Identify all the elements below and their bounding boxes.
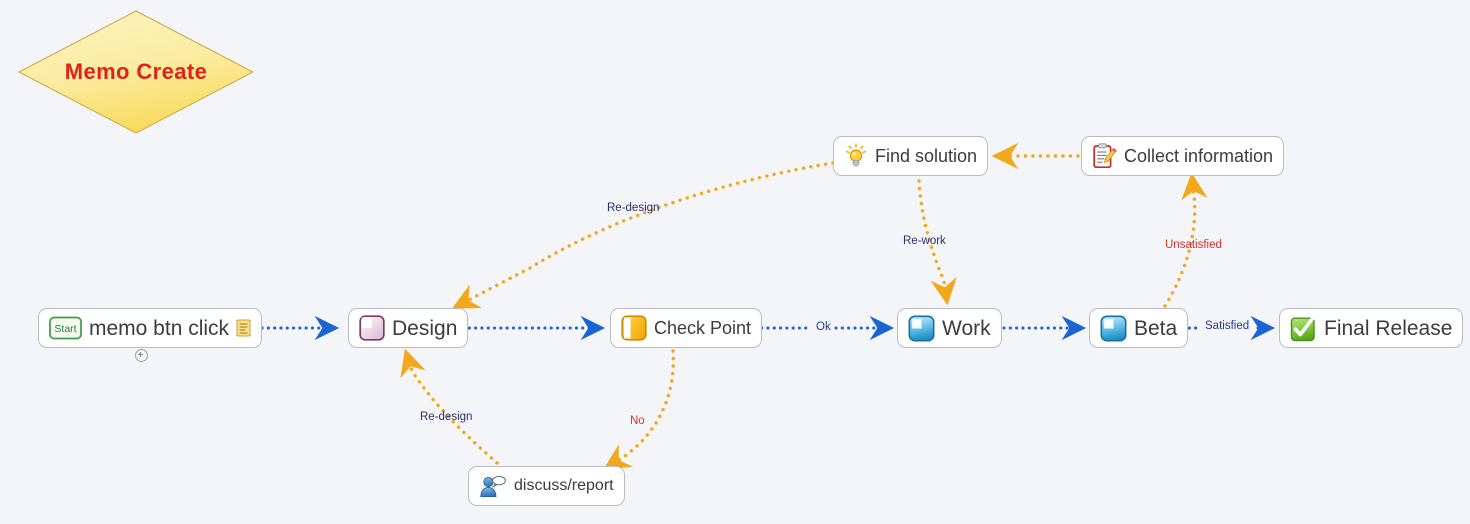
node-final-release[interactable]: Final Release xyxy=(1279,308,1464,348)
edge-label-redesign-bottom: Re-design xyxy=(420,411,473,423)
page-title: Memo Create xyxy=(64,59,208,84)
checkpoint-square-icon xyxy=(621,315,647,341)
edge-label-unsatisfied: Unsatisfied xyxy=(1165,239,1222,251)
node-work[interactable]: Work xyxy=(897,308,1002,348)
edge-label-ok: Ok xyxy=(814,321,833,334)
node-find-solution[interactable]: Find solution xyxy=(833,136,989,176)
start-badge-icon: Start xyxy=(49,316,82,340)
node-check-point[interactable]: Check Point xyxy=(610,308,763,348)
beta-window-icon xyxy=(1100,314,1127,342)
expand-toggle-start[interactable] xyxy=(135,349,148,362)
work-window-icon xyxy=(908,314,935,342)
node-design-label: Design xyxy=(392,316,458,340)
design-square-icon xyxy=(359,315,385,341)
diagram-title-shape: Memo Create xyxy=(16,8,256,136)
node-work-label: Work xyxy=(942,316,991,340)
clipboard-pencil-icon xyxy=(1092,143,1117,169)
note-icon[interactable] xyxy=(236,319,251,337)
node-design[interactable]: Design xyxy=(348,308,469,348)
node-discuss-report[interactable]: discuss/report xyxy=(468,466,625,506)
lightbulb-icon xyxy=(844,143,868,169)
node-collect-information[interactable]: Collect information xyxy=(1081,136,1285,176)
node-discuss-report-label: discuss/report xyxy=(514,477,614,494)
edge-label-satisfied: Satisfied xyxy=(1203,320,1252,333)
node-find-solution-label: Find solution xyxy=(875,146,978,166)
edge-label-no: No xyxy=(630,415,645,427)
person-speech-icon xyxy=(479,474,507,498)
edge-label-rework: Re-work xyxy=(903,235,946,247)
node-start-label: memo btn click xyxy=(89,316,230,340)
node-beta[interactable]: Beta xyxy=(1089,308,1189,348)
green-check-icon xyxy=(1290,315,1317,342)
node-final-release-label: Final Release xyxy=(1324,316,1453,340)
node-beta-label: Beta xyxy=(1134,316,1178,340)
edge-label-redesign-top: Re-design xyxy=(607,202,660,214)
svg-text:Start: Start xyxy=(54,323,76,335)
edge-discuss-design xyxy=(400,348,499,465)
node-start[interactable]: Start memo btn click xyxy=(38,308,263,348)
edge-find-design xyxy=(451,161,835,309)
node-check-point-label: Check Point xyxy=(654,318,752,338)
node-collect-information-label: Collect information xyxy=(1124,146,1274,166)
edge-check-discuss xyxy=(603,349,676,470)
